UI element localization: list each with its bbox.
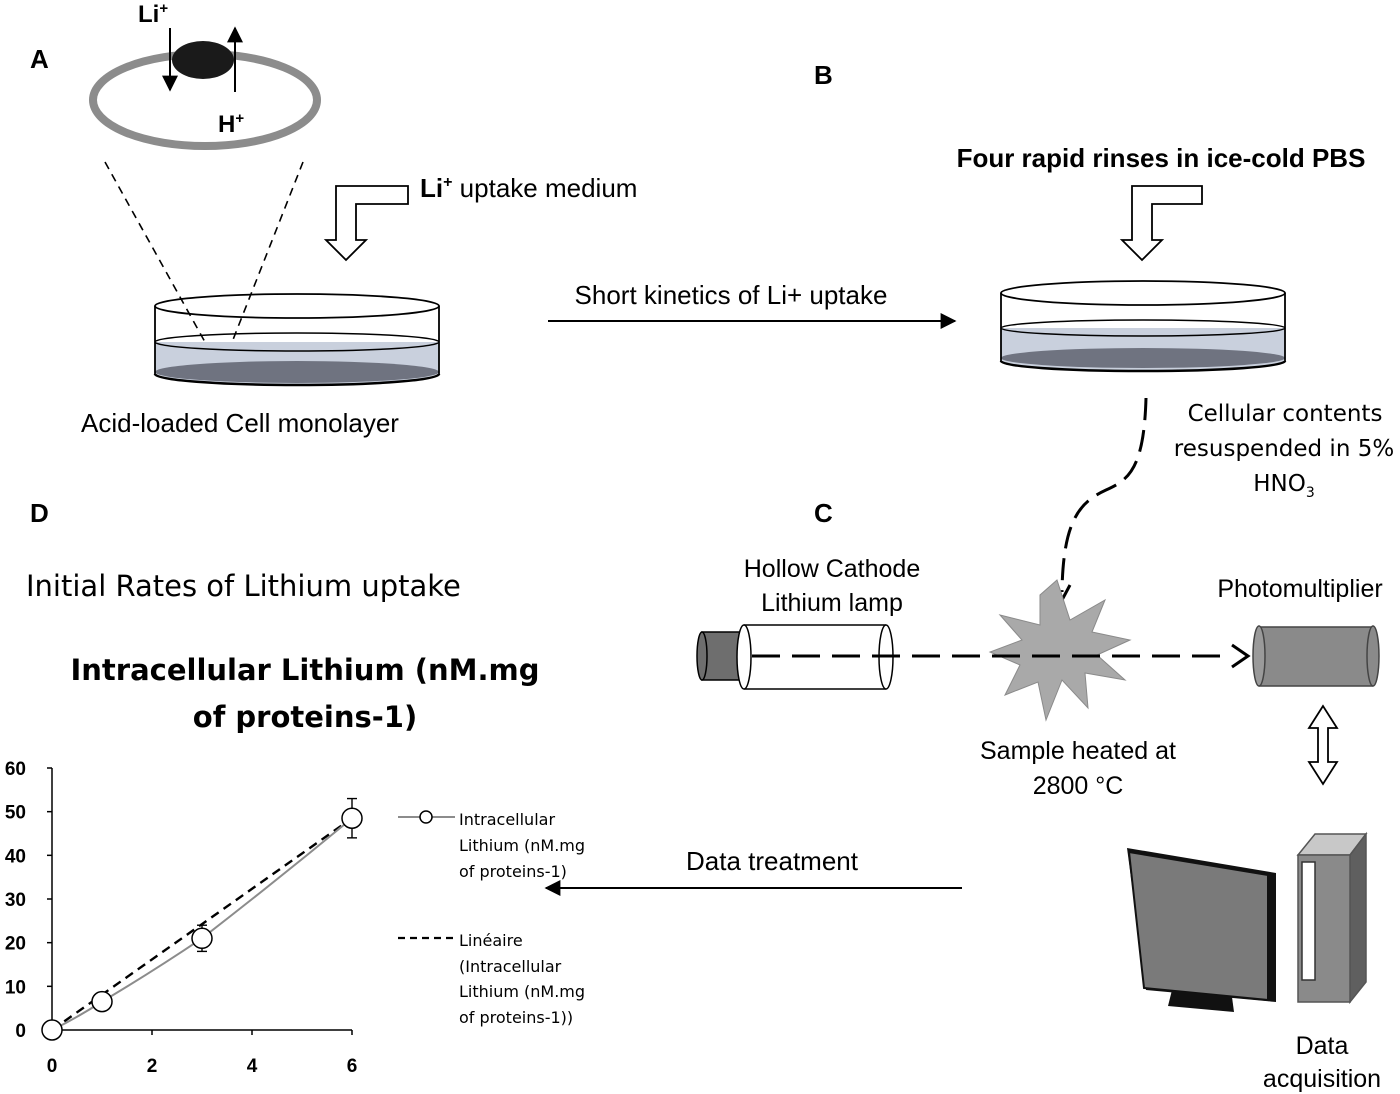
data-point-marker	[41, 1019, 63, 1041]
uptake-chart: 0 10 20 30 40 50 60 0 2 4 6	[5, 759, 363, 1077]
sample-label-line-2: 2800 °C	[1033, 772, 1124, 800]
petri-dish-b	[999, 280, 1287, 373]
contents-line-2: resuspended in 5%	[1174, 436, 1394, 462]
contents-line-3: HNO3	[1253, 471, 1315, 501]
computer-tower	[1296, 831, 1368, 1005]
data-point-marker	[191, 927, 213, 950]
kinetics-label: Short kinetics of Li+ uptake	[575, 280, 888, 310]
transfer-dashed-arrow	[1060, 397, 1148, 593]
panel-b: B Four rapid rinses in ice-cold PBS Cell…	[814, 60, 1394, 604]
y-tick-label: 30	[5, 890, 26, 911]
y-tick-label: 60	[5, 759, 26, 780]
y-tick-label: 0	[15, 1021, 26, 1042]
uptake-medium-label: Li+ uptake medium	[420, 173, 637, 203]
legend-entry-linear: Linéaire (Intracellular Lithium (nM.mg o…	[398, 931, 590, 1027]
panel-c-letter: C	[814, 498, 833, 528]
panel-d: D Initial Rates of Lithium uptake Intrac…	[5, 498, 590, 1077]
legend-measured-label: Intracellular Lithium (nM.mg of proteins…	[459, 810, 590, 881]
y-tick-label: 50	[5, 803, 26, 824]
panel-c: C Hollow Cathode Lithium lamp Photomulti…	[696, 498, 1383, 1093]
light-beam-head	[1231, 643, 1251, 669]
atomizer-flame	[988, 579, 1132, 722]
y-tick-label: 10	[5, 977, 26, 998]
petri-dish-a	[153, 293, 441, 387]
chart-title-line-1: Intracellular Lithium (nM.mg	[70, 653, 539, 687]
zoom-line-right	[224, 161, 304, 361]
exchanger-transporter	[172, 41, 234, 79]
arrow-c-to-d: Data treatment	[544, 846, 962, 896]
legend-circle-marker	[419, 810, 433, 824]
medium-addition-arrow	[323, 185, 409, 262]
x-tick-label: 6	[347, 1056, 358, 1077]
panel-a-letter: A	[30, 44, 49, 74]
x-tick-label: 0	[47, 1056, 58, 1077]
detector-label: Photomultiplier	[1217, 575, 1382, 603]
panel-d-letter: D	[30, 498, 49, 528]
acquisition-label-line-1: Data	[1296, 1032, 1349, 1060]
measured-series-line	[51, 817, 353, 1031]
dish-a-label: Acid-loaded Cell monolayer	[81, 408, 399, 438]
treatment-label: Data treatment	[686, 846, 859, 876]
arrow-a-to-b: Short kinetics of Li+ uptake	[548, 280, 957, 329]
photomultiplier-tube	[1252, 625, 1380, 687]
chart-title-line-2: of proteins-1)	[193, 700, 417, 734]
data-point-marker	[341, 807, 363, 829]
panel-b-letter: B	[814, 60, 833, 90]
y-tick-label: 20	[5, 934, 26, 955]
rinse-arrow	[1119, 185, 1203, 262]
lamp-label-line-2: Lithium lamp	[761, 589, 903, 617]
ion-li-label: Li+	[138, 0, 168, 28]
x-tick-label: 2	[147, 1056, 158, 1077]
lamp-label-line-1: Hollow Cathode	[744, 555, 921, 583]
legend-linear-label: Linéaire (Intracellular Lithium (nM.mg o…	[459, 931, 590, 1027]
acquisition-label-line-2: acquisition	[1263, 1065, 1381, 1093]
computer-monitor	[1127, 848, 1276, 1012]
contents-line-1: Cellular contents	[1188, 401, 1383, 427]
hollow-cathode-lamp	[696, 624, 894, 690]
panel-d-heading: Initial Rates of Lithium uptake	[26, 569, 461, 603]
y-tick-label: 40	[5, 846, 26, 867]
data-point-marker	[91, 990, 113, 1013]
panel-a: A Li+ H+ Li+ uptake medium Acid-loaded C…	[30, 0, 637, 438]
zoom-line-left	[104, 161, 216, 361]
rinse-label: Four rapid rinses in ice-cold PBS	[957, 143, 1366, 173]
signal-exchange-arrow	[1307, 704, 1339, 786]
ion-h-label: H+	[218, 110, 244, 138]
chart-legend: Intracellular Lithium (nM.mg of proteins…	[398, 810, 590, 1027]
sample-label-line-1: Sample heated at	[980, 737, 1176, 765]
legend-entry-measured: Intracellular Lithium (nM.mg of proteins…	[398, 810, 590, 881]
x-tick-label: 4	[247, 1056, 258, 1077]
